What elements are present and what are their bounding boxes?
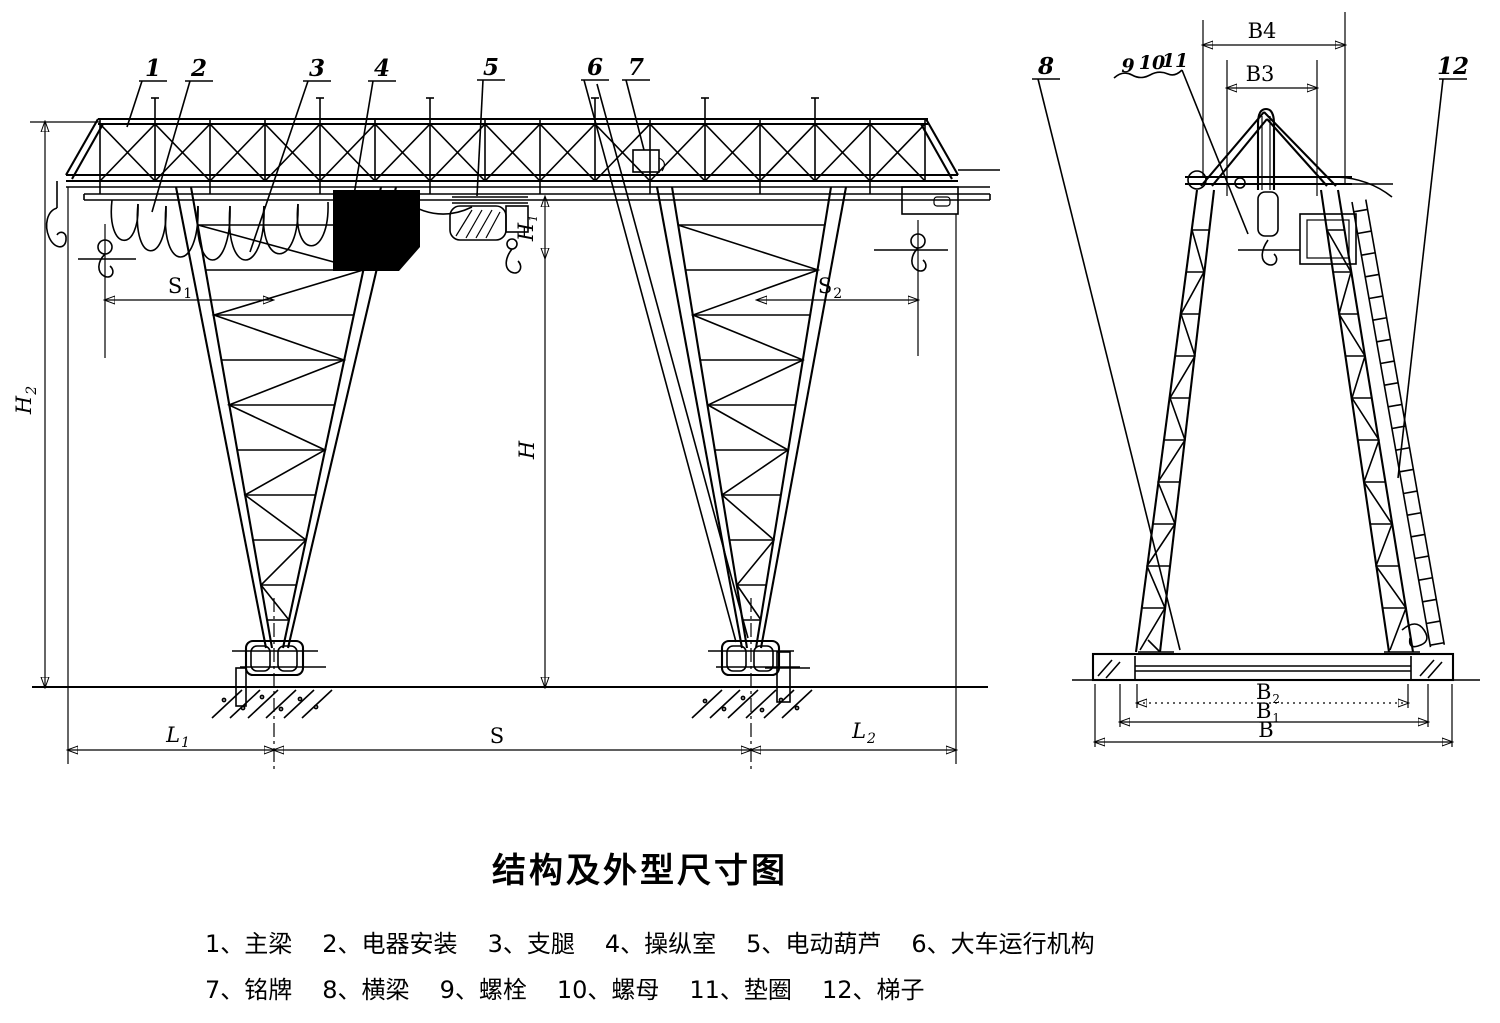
support-leg-right	[655, 186, 848, 649]
girder-x-bracing	[99, 123, 926, 182]
dim-l1-label: L1	[165, 723, 190, 751]
support-leg-left	[174, 186, 398, 649]
side-leg-left	[1134, 189, 1216, 653]
callout-8: 8	[1037, 53, 1054, 80]
callout-6: 6	[587, 54, 603, 81]
dim-b-label: B	[1258, 718, 1273, 742]
dim-b4-label: B4	[1248, 19, 1277, 43]
hoist-rail	[83, 181, 991, 201]
callout-5: 5	[483, 54, 499, 81]
drawing-title: 结构及外型尺寸图	[492, 851, 788, 891]
callout-11: 11	[1162, 50, 1188, 72]
callouts-front: 1 2 3 4 5 6 7	[126, 54, 749, 643]
dim-s1-label: S1	[168, 274, 192, 302]
callout-9: 9	[1121, 55, 1134, 77]
legend-item: 10、螺母	[556, 976, 660, 1004]
side-leg-right	[1319, 189, 1428, 653]
legend-item: 7、铭牌	[205, 976, 293, 1004]
hook-position-right	[874, 220, 948, 356]
apex-hoist	[1238, 191, 1357, 266]
nameplate	[632, 149, 665, 173]
callout-7: 7	[628, 54, 644, 81]
side-view: B4 B3 B2 B1 B 8 9	[1032, 12, 1480, 747]
front-view: H2 S1 S2 H1 H L1 S L2	[12, 54, 1000, 770]
girder-end-hook	[45, 181, 67, 248]
main-girder-truss	[65, 97, 1000, 215]
callout-2: 2	[190, 55, 207, 82]
dim-h1-label: H1	[514, 215, 540, 242]
legend-row-1: 1、主梁 2、电器安装 3、支腿 4、操纵室 5、电动葫芦 6、大车运行机构	[205, 924, 1095, 959]
callout-3: 3	[309, 55, 325, 82]
legend-item: 11、垫圈	[689, 976, 792, 1004]
callouts-side: 8 9 10 11 12	[1032, 50, 1469, 651]
legend-row-2: 7、铭牌 8、横梁 9、螺栓 10、螺母 11、垫圈 12、梯子	[205, 970, 924, 1005]
cross-beam	[1072, 652, 1480, 682]
stanchions	[151, 97, 819, 119]
ground-hatch-right	[691, 689, 813, 719]
callout-10: 10	[1139, 52, 1165, 74]
dimensions-front: H2 S1 S2 H1 H L1 S L2	[12, 122, 956, 764]
electric-hoist	[449, 196, 529, 274]
dim-b2-label: B2	[1256, 680, 1280, 706]
legend-item: 1、主梁	[205, 930, 293, 958]
callout-12: 12	[1437, 53, 1469, 80]
dimensions-side: B4 B3 B2 B1 B	[1095, 12, 1452, 747]
callout-1: 1	[145, 55, 161, 82]
legend-item: 4、操纵室	[604, 930, 717, 958]
legend-item: 2、电器安装	[322, 930, 458, 958]
dim-s2-label: S2	[818, 274, 842, 302]
legend-item: 5、电动葫芦	[746, 930, 882, 958]
dim-s-label: S	[490, 724, 504, 748]
callout-4: 4	[374, 55, 390, 82]
legend-item: 3、支腿	[487, 930, 575, 958]
ladder	[1351, 199, 1446, 648]
legend-item: 12、梯子	[821, 976, 925, 1004]
ground-hatch-left	[211, 689, 333, 719]
operator-cab	[333, 190, 420, 271]
dim-l2-label: L2	[851, 719, 876, 747]
hook-position-left	[78, 224, 136, 358]
legend-item: 6、大车运行机构	[911, 930, 1095, 958]
legend-item: 8、横梁	[322, 976, 410, 1004]
dim-h2-label: H2	[12, 386, 40, 415]
legend-item: 9、螺栓	[439, 976, 527, 1004]
travel-bogie-left	[232, 598, 326, 770]
dim-b1-label: B1	[1256, 699, 1280, 725]
dim-b3-label: B3	[1246, 62, 1275, 86]
dim-h-label: H	[515, 440, 539, 460]
apex-gable	[1185, 107, 1393, 198]
travel-bogie-right	[708, 598, 810, 770]
